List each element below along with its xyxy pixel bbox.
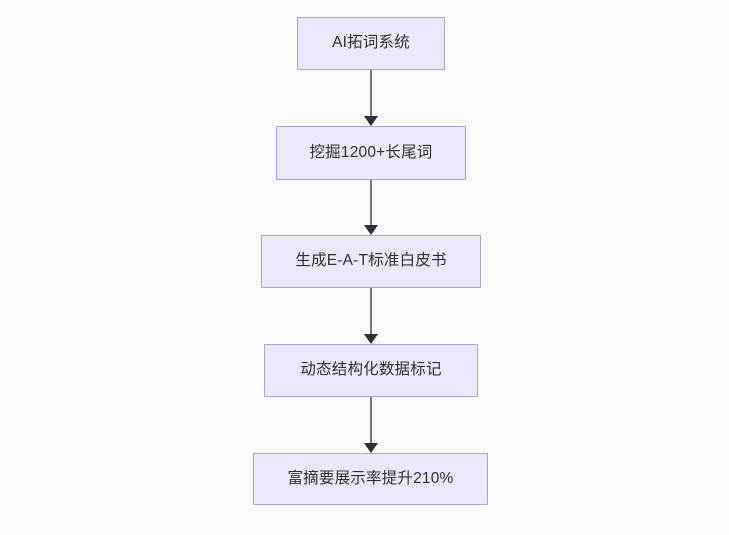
flow-node-label: 挖掘1200+长尾词 (309, 143, 433, 161)
flow-node-ai-keyword-system[interactable]: AI拓词系统 (297, 17, 445, 70)
edge-n2-n3 (364, 180, 378, 235)
flow-node-rich-snippet-impression-lift[interactable]: 富摘要展示率提升210% (253, 453, 488, 505)
flow-node-label: AI拓词系统 (332, 34, 410, 52)
edge-n1-n2 (364, 70, 378, 126)
edge-n3-n4 (364, 288, 378, 344)
flow-node-label: 动态结构化数据标记 (300, 361, 442, 379)
flow-node-mine-longtail-keywords[interactable]: 挖掘1200+长尾词 (276, 126, 466, 180)
edge-n4-n5 (364, 397, 378, 453)
flow-node-label: 生成E-A-T标准白皮书 (295, 252, 447, 270)
flow-node-generate-eat-whitepaper[interactable]: 生成E-A-T标准白皮书 (261, 235, 481, 288)
flow-node-dynamic-structured-data-markup[interactable]: 动态结构化数据标记 (264, 344, 478, 397)
flow-node-label: 富摘要展示率提升210% (287, 469, 454, 487)
